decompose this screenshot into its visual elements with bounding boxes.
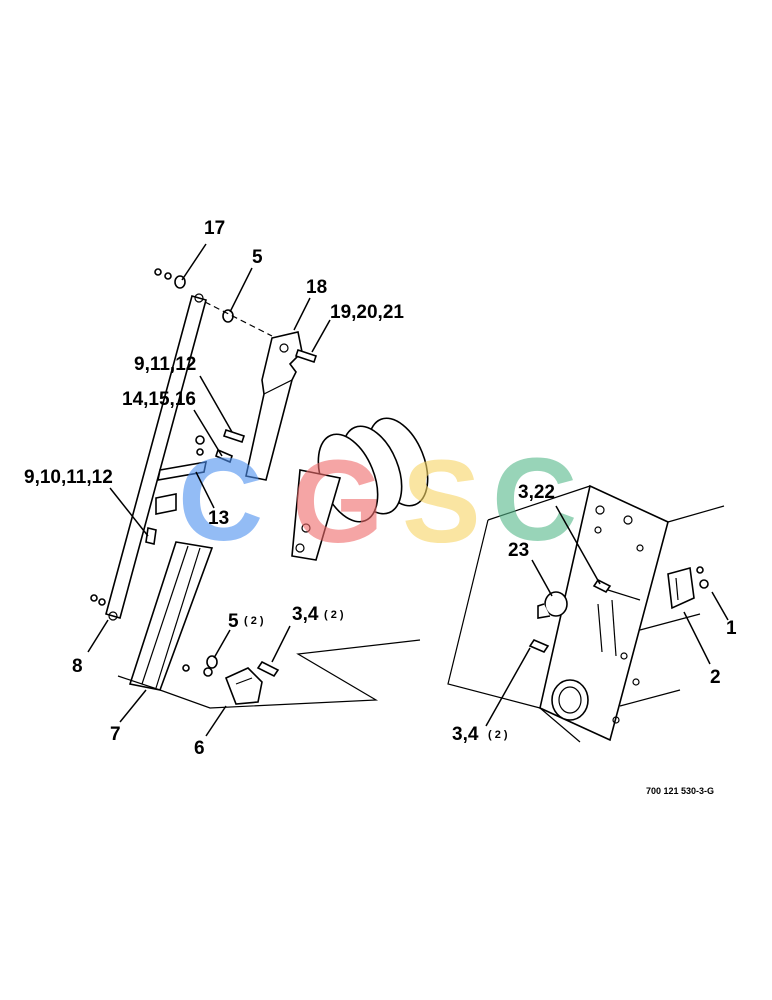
watermark-letter-3: S: [402, 436, 481, 568]
callout-13: 13: [208, 508, 229, 529]
knob-part-23: [537, 591, 568, 619]
callout-3-4-qty: ( 2 ): [324, 609, 344, 621]
bracket-part-2: [528, 566, 709, 653]
callout-5-bottom: 5: [228, 611, 239, 632]
callout-5-top: 5: [252, 247, 263, 268]
watermark: C G S C: [178, 434, 577, 568]
callout-9-10-11-12: 9,10,11,12: [24, 467, 113, 488]
callout-3-4-right: 3,4: [452, 724, 479, 745]
callout-6: 6: [194, 738, 205, 759]
frame-panel: [447, 484, 725, 743]
callout-1: 1: [726, 618, 737, 639]
leader-lines: [87, 243, 729, 737]
callout-5-bottom-qty: ( 2 ): [244, 615, 264, 627]
watermark-letter-1: C: [178, 434, 263, 566]
callout-8: 8: [72, 656, 83, 677]
callout-17: 17: [204, 218, 225, 239]
callout-19-20-21: 19,20,21: [330, 302, 404, 323]
bracket-part-6: [182, 655, 280, 705]
callout-3-22: 3,22: [518, 482, 555, 503]
top-hardware: [154, 268, 318, 364]
mounting-arm-part-18: [245, 331, 303, 481]
callout-23: 23: [508, 540, 529, 561]
plate-part-13: [145, 428, 246, 545]
pulley-assembly: [291, 417, 429, 561]
callout-7: 7: [110, 724, 121, 745]
callouts: 17 5 18 19,20,21 9,11,12 14,15,16 9,10,1…: [24, 218, 737, 759]
callout-3-4: 3,4: [292, 604, 319, 625]
callout-14-15-16: 14,15,16: [122, 389, 196, 410]
callout-2: 2: [710, 667, 721, 688]
callout-9-11-12: 9,11,12: [134, 354, 196, 375]
lower-link-hardware: [90, 594, 106, 606]
watermark-letter-4: C: [492, 434, 577, 566]
watermark-letter-2: G: [292, 436, 384, 568]
drawing-reference-number: 700 121 530-3-G: [646, 786, 714, 796]
link-bar-part-8: [105, 293, 207, 621]
floor-outline: [117, 639, 421, 709]
callout-3-4-right-qty: ( 2 ): [488, 729, 508, 741]
callout-18: 18: [306, 277, 327, 298]
